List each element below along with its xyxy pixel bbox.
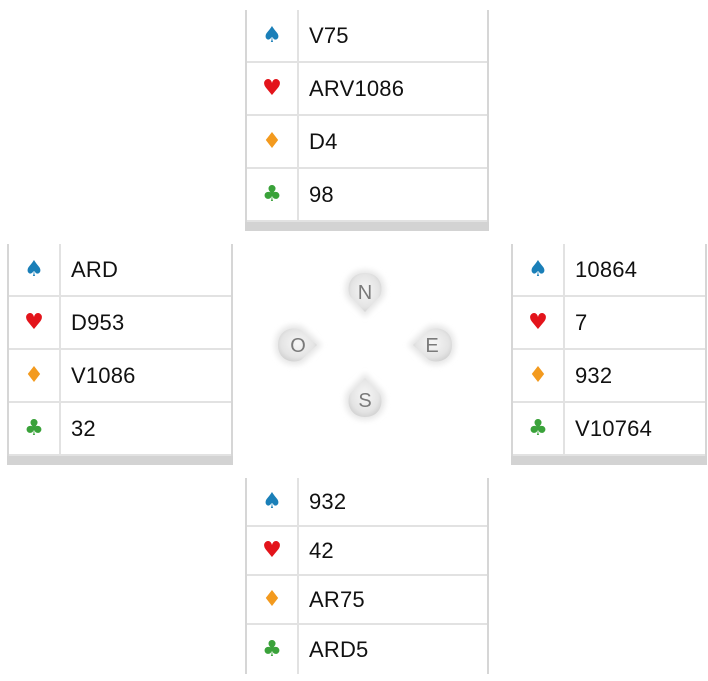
- north-hearts-row: ♥ ARV1086: [247, 63, 487, 116]
- spade-icon: ♠: [247, 10, 299, 61]
- heart-icon: ♥: [9, 297, 61, 348]
- west-spades-row: ♠ ARD: [9, 244, 231, 297]
- east-clubs-row: ♣ V10764: [513, 403, 705, 456]
- compass-rose: N O E S: [275, 270, 455, 420]
- north-spades-row: ♠ V75: [247, 10, 487, 63]
- east-spades-cards: 10864: [575, 256, 638, 282]
- compass-north: N: [345, 270, 385, 317]
- south-clubs-cards: ARD5: [309, 636, 369, 662]
- south-hearts-cards: 42: [309, 537, 334, 563]
- east-spades-row: ♠ 10864: [513, 244, 705, 297]
- west-hand-base: [7, 456, 233, 465]
- south-diamonds-cards: AR75: [309, 586, 365, 612]
- south-hearts-row: ♥ 42: [247, 527, 487, 576]
- west-hearts-cards: D953: [71, 309, 125, 335]
- south-hand: ♠ 932 ♥ 42 ♦ AR75 ♣ ARD5: [245, 478, 489, 674]
- south-spades-row: ♠ 932: [247, 478, 487, 527]
- compass-north-label: N: [358, 282, 372, 304]
- compass-east-label: E: [425, 335, 438, 357]
- north-spades-cards: V75: [309, 22, 349, 48]
- east-hearts-row: ♥ 7: [513, 297, 705, 350]
- heart-icon: ♥: [513, 297, 565, 348]
- spade-icon: ♠: [9, 244, 61, 295]
- compass-south: S: [345, 373, 385, 420]
- east-hand: ♠ 10864 ♥ 7 ♦ 932 ♣ V10764: [511, 244, 707, 465]
- east-diamonds-row: ♦ 932: [513, 350, 705, 403]
- club-icon: ♣: [513, 403, 565, 454]
- heart-icon: ♥: [247, 527, 299, 574]
- spade-icon: ♠: [513, 244, 565, 295]
- south-spades-cards: 932: [309, 488, 347, 514]
- north-diamonds-row: ♦ D4: [247, 116, 487, 169]
- north-hand-base: [245, 222, 489, 231]
- diamond-icon: ♦: [247, 576, 299, 623]
- east-hearts-cards: 7: [575, 309, 588, 335]
- north-clubs-row: ♣ 98: [247, 169, 487, 222]
- east-clubs-cards: V10764: [575, 415, 653, 441]
- diamond-icon: ♦: [513, 350, 565, 401]
- west-diamonds-row: ♦ V1086: [9, 350, 231, 403]
- spade-icon: ♠: [247, 478, 299, 525]
- north-hearts-cards: ARV1086: [309, 75, 405, 101]
- club-icon: ♣: [9, 403, 61, 454]
- east-hand-base: [511, 456, 707, 465]
- diamond-icon: ♦: [9, 350, 61, 401]
- south-diamonds-row: ♦ AR75: [247, 576, 487, 625]
- south-clubs-row: ♣ ARD5: [247, 625, 487, 674]
- heart-icon: ♥: [247, 63, 299, 114]
- club-icon: ♣: [247, 625, 299, 674]
- compass-east: E: [408, 325, 455, 365]
- west-clubs-cards: 32: [71, 415, 96, 441]
- west-spades-cards: ARD: [71, 256, 119, 282]
- diamond-icon: ♦: [247, 116, 299, 167]
- north-hand: ♠ V75 ♥ ARV1086 ♦ D4 ♣ 98: [245, 10, 489, 231]
- west-clubs-row: ♣ 32: [9, 403, 231, 456]
- compass-west-label: O: [290, 335, 306, 357]
- compass-south-label: S: [358, 390, 371, 412]
- club-icon: ♣: [247, 169, 299, 220]
- north-diamonds-cards: D4: [309, 128, 338, 154]
- west-diamonds-cards: V1086: [71, 362, 136, 388]
- west-hand: ♠ ARD ♥ D953 ♦ V1086 ♣ 32: [7, 244, 233, 465]
- north-clubs-cards: 98: [309, 181, 334, 207]
- compass-west: O: [275, 325, 322, 365]
- west-hearts-row: ♥ D953: [9, 297, 231, 350]
- east-diamonds-cards: 932: [575, 362, 613, 388]
